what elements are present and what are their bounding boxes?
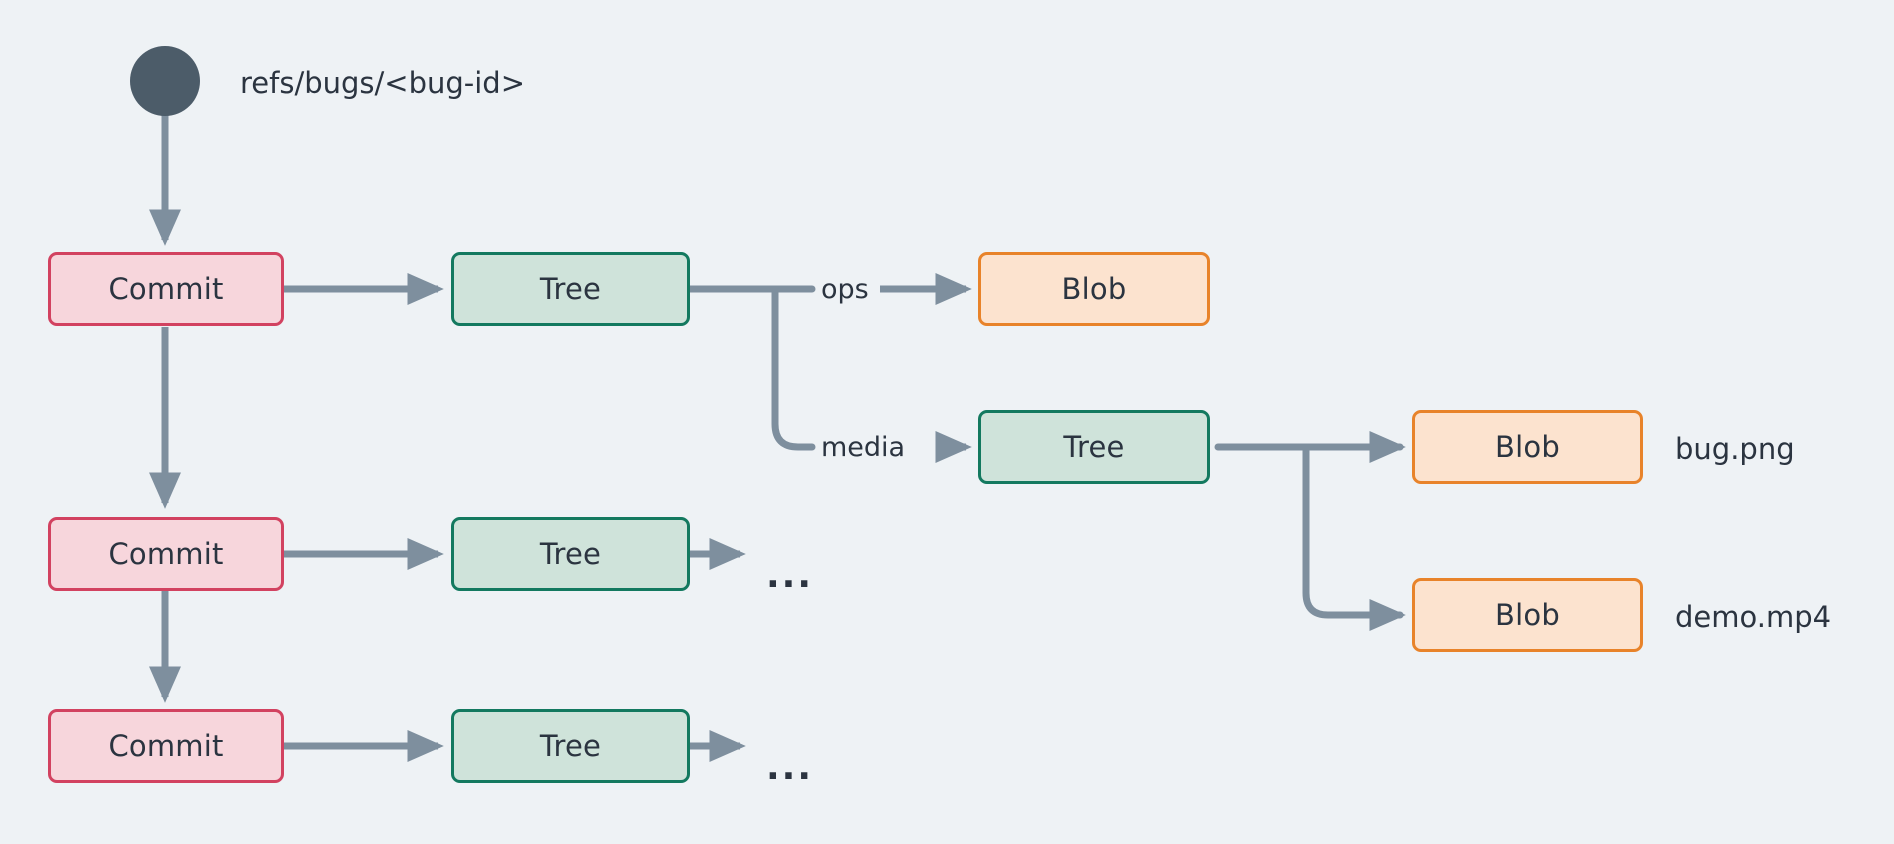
node-commit-1[interactable]: Commit [48,252,284,326]
node-label: Commit [108,729,224,763]
node-blob-demo-mp4[interactable]: Blob [1412,578,1643,652]
ref-name-label: refs/bugs/<bug-id> [240,66,526,100]
node-commit-2[interactable]: Commit [48,517,284,591]
node-tree-3[interactable]: Tree [451,709,690,783]
node-tree-media[interactable]: Tree [978,410,1210,484]
node-label: Tree [539,537,602,571]
node-tree-1[interactable]: Tree [451,252,690,326]
edge-tree1-branch-down-to-media [771,285,816,451]
node-blob-ops[interactable]: Blob [978,252,1210,326]
node-commit-3[interactable]: Commit [48,709,284,783]
ellipsis-row-2: ... [766,555,814,596]
node-label: Tree [539,729,602,763]
node-tree-2[interactable]: Tree [451,517,690,591]
ellipsis-row-3: ... [766,747,814,788]
file-label-demo-mp4: demo.mp4 [1675,600,1832,634]
file-label-bug-png: bug.png [1675,432,1795,466]
edge-label-ops: ops [821,274,869,305]
edge-mediatree-to-blob-demomp4 [1256,443,1406,632]
node-label: Blob [1495,430,1560,464]
node-label: Tree [539,272,602,306]
node-label: Tree [1063,430,1125,464]
node-label: Blob [1495,598,1560,632]
node-label: Commit [108,537,224,571]
node-label: Blob [1061,272,1127,306]
node-label: Commit [108,272,224,306]
ref-dot-icon [130,46,200,116]
node-blob-bug-png[interactable]: Blob [1412,410,1643,484]
edge-label-media: media [821,432,906,463]
